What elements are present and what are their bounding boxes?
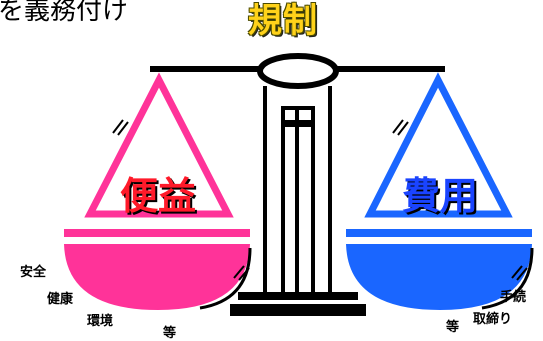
scale-pillar: [263, 86, 332, 297]
benefit-item: 安全: [20, 265, 47, 280]
header-partial-text: を義務付け: [0, 0, 129, 26]
benefit-label: 便益: [120, 174, 197, 218]
cost-item: 等: [446, 320, 460, 335]
benefit-item: 環境: [87, 314, 114, 329]
cost-item: 取締り: [473, 312, 513, 327]
cost-label: 費用: [402, 174, 479, 218]
benefit-item: 等: [163, 326, 177, 341]
diagram-title: 規制: [248, 1, 318, 41]
cost-item: 手続: [500, 290, 527, 305]
benefit-pan: [64, 72, 252, 310]
scale-base: [230, 304, 366, 316]
benefit-item: 健康: [47, 292, 74, 307]
cost-pan: [346, 72, 534, 310]
scale-pivot-ring: [257, 53, 339, 89]
scale-base-top: [238, 292, 358, 300]
